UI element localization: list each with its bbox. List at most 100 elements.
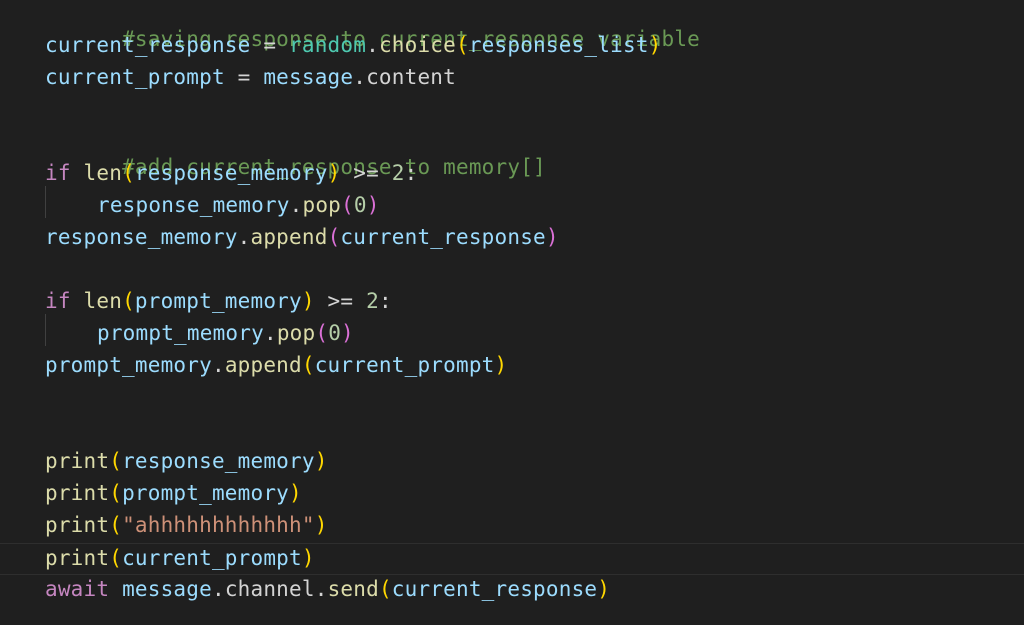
code-line-1[interactable]: #saving response to current_response var… [0, 0, 1024, 51]
comment-text: #saving response to current_response var… [122, 27, 701, 51]
function-token: len [83, 161, 123, 185]
dot-token: . [289, 193, 303, 217]
keyword-token: if [45, 161, 71, 185]
function-token: print [45, 449, 110, 473]
object-token: message [122, 577, 212, 601]
function-token: choice [378, 33, 456, 57]
function-token: append [224, 353, 302, 377]
keyword-token: if [45, 289, 71, 313]
operator-token: = [224, 65, 264, 89]
object-token: response_memory [97, 193, 290, 217]
open-paren-token: ( [315, 321, 329, 345]
open-paren-token: ( [378, 577, 392, 601]
function-token: print [45, 546, 110, 570]
code-line-9[interactable] [0, 256, 1024, 288]
function-token: append [250, 225, 328, 249]
function-token: print [45, 513, 110, 537]
open-paren-token: ( [327, 225, 341, 249]
argument-token: response_memory [134, 161, 328, 185]
dot-token: . [353, 65, 367, 89]
attribute-token: channel [224, 577, 315, 601]
code-line-6[interactable]: if len(response_memory) >= 2: [0, 160, 1024, 192]
open-paren-token: ( [122, 161, 135, 185]
dot-token: . [211, 353, 225, 377]
object-token: response_memory [45, 225, 238, 249]
function-token: print [45, 481, 110, 505]
function-token: send [327, 577, 379, 601]
attribute-token: content [366, 65, 456, 89]
dot-token: . [366, 33, 379, 57]
space-token [71, 161, 84, 185]
code-line-8[interactable]: response_memory.append(current_response) [0, 224, 1024, 256]
object-token: prompt_memory [97, 321, 264, 345]
open-paren-token: ( [109, 546, 123, 570]
code-line-5[interactable]: #add current_response to memory[] [0, 128, 1024, 179]
close-paren-token: ) [597, 577, 611, 601]
object-token: prompt_memory [45, 353, 212, 377]
argument-token: prompt_memory [134, 289, 302, 313]
open-paren-token: ( [109, 481, 123, 505]
object-token: message [263, 65, 354, 89]
close-paren-token: ) [545, 225, 559, 249]
close-paren-token: ) [327, 161, 341, 185]
open-paren-token: ( [341, 193, 354, 217]
open-paren-token: ( [301, 353, 315, 377]
operator-token: >= [314, 289, 367, 313]
variable-token: current_response [45, 33, 251, 57]
code-line-15[interactable]: print(response_memory) [0, 448, 1024, 480]
close-paren-token: ) [301, 546, 315, 570]
number-token: 2 [391, 161, 405, 185]
code-line-12[interactable]: prompt_memory.append(current_prompt) [0, 352, 1024, 384]
variable-token: current_prompt [45, 65, 225, 89]
function-token: len [83, 289, 123, 313]
indent-guide [45, 314, 46, 346]
operator-token: = [250, 33, 290, 57]
close-paren-token: ) [341, 321, 354, 345]
space-token [71, 289, 84, 313]
code-line-13[interactable] [0, 384, 1024, 416]
code-line-11[interactable]: prompt_memory.pop(0) [0, 314, 1024, 352]
code-line-14[interactable] [0, 416, 1024, 448]
dot-token: . [263, 321, 277, 345]
code-line-10[interactable]: if len(prompt_memory) >= 2: [0, 288, 1024, 320]
argument-token: current_prompt [122, 546, 302, 570]
code-line-16[interactable]: print(prompt_memory) [0, 480, 1024, 512]
open-paren-token: ( [109, 449, 123, 473]
operator-token: >= [340, 161, 392, 185]
argument-token: prompt_memory [122, 481, 290, 505]
code-line-3[interactable]: current_prompt = message.content [0, 64, 1024, 96]
code-line-18-current[interactable]: print(current_prompt) [0, 543, 1024, 575]
dot-token: . [237, 225, 251, 249]
open-paren-token: ( [109, 513, 123, 537]
close-paren-token: ) [494, 353, 508, 377]
string-token: "ahhhhhhhhhhhh" [122, 513, 315, 537]
code-line-19[interactable]: await message.channel.send(current_respo… [0, 576, 1024, 608]
function-token: pop [302, 193, 342, 217]
code-line-7[interactable]: response_memory.pop(0) [0, 186, 1024, 224]
dot-token: . [314, 577, 328, 601]
code-line-17[interactable]: print("ahhhhhhhhhhhh") [0, 512, 1024, 544]
close-paren-token: ) [314, 513, 328, 537]
close-paren-token: ) [289, 481, 302, 505]
colon-token: : [404, 161, 418, 185]
number-token: 2 [366, 289, 379, 313]
module-token: random [289, 33, 367, 57]
function-token: pop [276, 321, 316, 345]
argument-token: current_prompt [314, 353, 495, 377]
argument-token: current_response [391, 577, 598, 601]
code-line-4[interactable] [0, 96, 1024, 128]
close-paren-token: ) [314, 449, 328, 473]
argument-token: response_memory [122, 449, 315, 473]
open-paren-token: ( [122, 289, 135, 313]
colon-token: : [378, 289, 392, 313]
comment-text: #add current_response to memory[] [122, 155, 546, 179]
dot-token: . [211, 577, 225, 601]
argument-token: current_response [340, 225, 546, 249]
number-token: 0 [328, 321, 342, 345]
indent-guide [45, 186, 46, 218]
argument-token: responses_list [468, 33, 649, 57]
open-paren-token: ( [456, 33, 469, 57]
code-line-2[interactable]: current_response = random.choice(respons… [0, 32, 1024, 64]
space-token [109, 577, 122, 601]
